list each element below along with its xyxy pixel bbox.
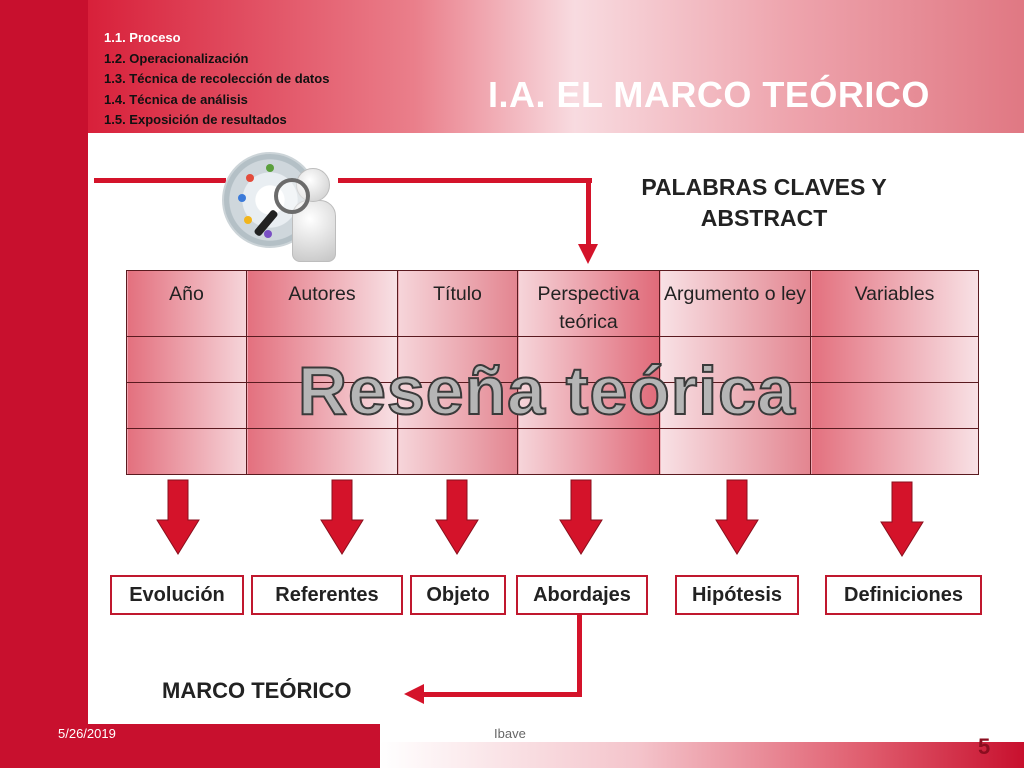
footer-date: 5/26/2019 — [58, 726, 116, 741]
table-cell — [397, 428, 518, 475]
table-cell — [810, 336, 979, 383]
outcome-box-abordajes: Abordajes — [516, 575, 648, 615]
column-header: Argumento o ley — [659, 270, 811, 337]
table-cell — [246, 336, 398, 383]
review-table: Año Autores Título Perspectiva teórica A… — [126, 270, 979, 475]
app-dot-icon — [238, 194, 246, 202]
table-cell — [246, 428, 398, 475]
app-dot-icon — [246, 174, 254, 182]
process-item-2[interactable]: 1.2. Operacionalización — [104, 50, 249, 66]
down-arrow-icon — [320, 479, 364, 555]
top-arrowhead-icon — [578, 244, 598, 264]
process-list: 1.1. Proceso 1.2. Operacionalización 1.3… — [104, 28, 329, 131]
table-header-row: Año Autores Título Perspectiva teórica A… — [126, 270, 979, 337]
table-cell — [517, 382, 660, 429]
process-item-4[interactable]: 1.4. Técnica de análisis — [104, 91, 248, 107]
app-dot-icon — [264, 230, 272, 238]
left-arrowhead-icon — [404, 684, 424, 704]
bottom-connector-drop — [577, 612, 582, 696]
table-cell — [517, 428, 660, 475]
table-row — [126, 382, 979, 429]
column-header: Variables — [810, 270, 979, 337]
footer-author: Ibave — [494, 726, 526, 741]
outcome-box-referentes: Referentes — [251, 575, 403, 615]
header-band — [88, 0, 1024, 133]
outcome-box-definiciones: Definiciones — [825, 575, 982, 615]
process-item-5[interactable]: 1.5. Exposición de resultados — [104, 112, 287, 127]
table-cell — [810, 428, 979, 475]
page-title: I.A. EL MARCO TEÓRICO — [488, 74, 930, 115]
page-number: 5 — [978, 734, 991, 759]
conclusion-label: MARCO TEÓRICO — [162, 678, 352, 703]
process-item-1[interactable]: 1.1. Proceso — [104, 30, 181, 45]
top-connector-left — [94, 178, 226, 183]
app-dot-icon — [244, 216, 252, 224]
bottom-connector-line — [420, 692, 582, 697]
column-header: Título — [397, 270, 518, 337]
table-cell — [397, 336, 518, 383]
table-cell — [126, 428, 247, 475]
column-header: Autores — [246, 270, 398, 337]
top-connector-right — [338, 178, 592, 183]
table-row — [126, 336, 979, 383]
table-cell — [659, 336, 811, 383]
overlay-heading: Reseña teórica — [297, 352, 796, 430]
footer-strip-right — [380, 742, 1024, 768]
magnifier-icon — [274, 178, 310, 214]
table-cell — [126, 382, 247, 429]
footer-strip-left — [88, 724, 380, 768]
process-item-3[interactable]: 1.3. Técnica de recolección de datos — [104, 71, 330, 86]
down-arrow-icon — [559, 479, 603, 555]
down-arrow-icon — [435, 479, 479, 555]
column-header: Perspectiva teórica — [517, 270, 660, 337]
table-row — [126, 428, 979, 475]
table-cell — [659, 428, 811, 475]
outcome-box-hipotesis: Hipótesis — [675, 575, 799, 615]
table-cell — [810, 382, 979, 429]
keywords-heading: PALABRAS CLAVES Y ABSTRACT — [641, 174, 887, 231]
down-arrow-icon — [156, 479, 200, 555]
table-cell — [659, 382, 811, 429]
outcome-box-evolucion: Evolución — [110, 575, 244, 615]
down-arrow-icon — [880, 481, 924, 557]
top-connector-drop — [586, 178, 591, 244]
outcome-box-objeto: Objeto — [410, 575, 506, 615]
down-arrows — [156, 479, 924, 557]
column-header: Año — [126, 270, 247, 337]
app-dot-icon — [266, 164, 274, 172]
table-cell — [246, 382, 398, 429]
table-cell — [126, 336, 247, 383]
table-cell — [397, 382, 518, 429]
left-accent-band — [0, 0, 88, 768]
down-arrow-icon — [715, 479, 759, 555]
